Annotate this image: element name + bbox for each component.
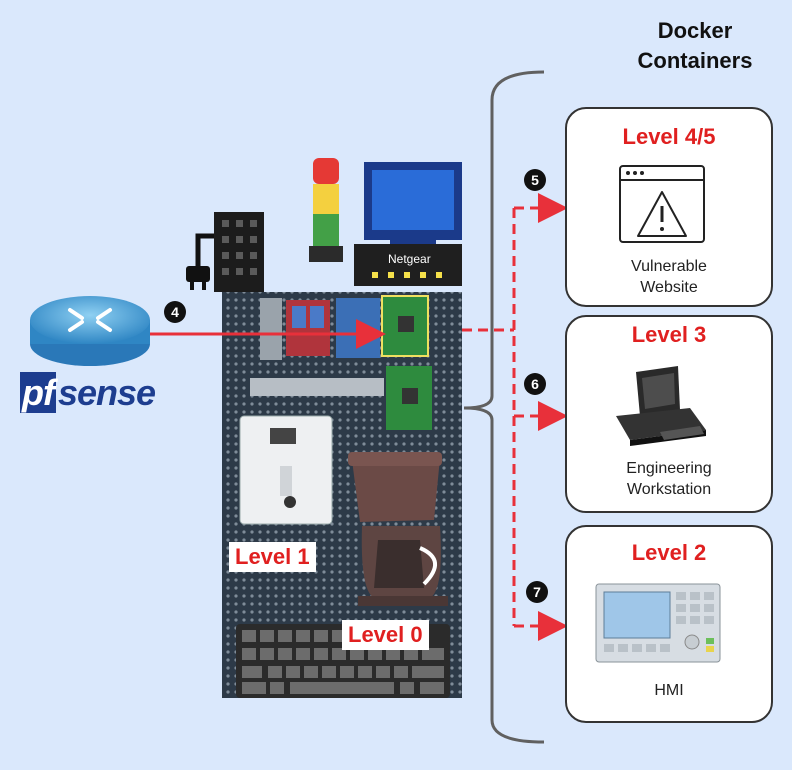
workstation-icon <box>616 366 706 446</box>
din-rail <box>250 378 384 396</box>
card-level3-line1: Engineering <box>626 460 712 477</box>
warning-browser-icon <box>619 165 705 243</box>
card-level45-line2: Website <box>640 279 698 296</box>
din-rail-relays-icon <box>260 298 380 360</box>
card-level3-title: Level 3 <box>631 322 707 347</box>
card-level45-title: Level 4/5 <box>622 124 716 149</box>
docker-containers-heading: Docker Containers <box>610 16 780 76</box>
router-icon <box>30 296 150 366</box>
stack-light-icon <box>309 158 343 262</box>
step-4-label: 4 <box>171 304 179 320</box>
card-level3-line2: Workstation <box>626 481 712 498</box>
raspberry-pi-icon <box>381 295 432 430</box>
coffee-maker-icon <box>348 452 448 606</box>
heading-line1: Docker <box>657 18 733 43</box>
level0-tag: Level 0 <box>342 620 429 650</box>
step-5-label: 5 <box>531 172 539 188</box>
pfsense-logo-prefix: pf <box>20 372 56 413</box>
level1-tag: Level 1 <box>229 542 316 572</box>
card-level3-subtitle: Engineering Workstation <box>566 458 772 500</box>
heading-line2: Containers <box>637 48 753 73</box>
card-level2-line1: HMI <box>654 682 684 699</box>
step-7-label: 7 <box>533 584 541 600</box>
step-5-marker <box>524 169 546 191</box>
step-7-marker <box>526 581 548 603</box>
container-bracket <box>463 70 545 744</box>
pfsense-logo-suffix: sense <box>57 372 156 413</box>
hmi-panel-icon <box>595 583 721 663</box>
card-level2-title: Level 2 <box>631 540 707 565</box>
step-6-marker <box>524 373 546 395</box>
step-6-label: 6 <box>531 376 539 392</box>
card-level2-subtitle: HMI <box>566 680 772 701</box>
power-strip-icon <box>186 212 264 292</box>
card-level45-subtitle: Vulnerable Website <box>566 256 772 298</box>
netgear-label: Netgear <box>388 252 431 266</box>
card-level45-line1: Vulnerable <box>631 258 707 275</box>
step-4-marker <box>164 301 186 323</box>
netgear-switch-icon <box>354 162 462 286</box>
plc-icon <box>239 415 333 525</box>
